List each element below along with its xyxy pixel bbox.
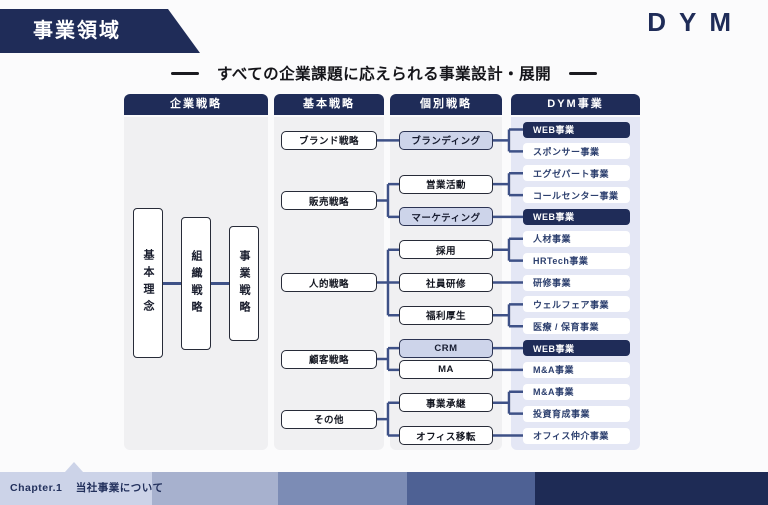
corporate-node: 基本理念	[133, 208, 163, 358]
individual-strategy-node-label: 福利厚生	[425, 311, 466, 323]
dym-business-node: M&A事業	[523, 361, 630, 378]
individual-strategy-node: 社員研修	[399, 273, 493, 292]
individual-strategy-node-label: 事業承継	[425, 398, 466, 410]
footer-progress-bar	[0, 472, 768, 505]
corporate-node: 組織戦略	[181, 217, 211, 350]
dym-business-node-label: HRTech事業	[533, 256, 589, 267]
individual-strategy-node-label: オフィス移転	[416, 431, 476, 443]
title-banner: 事業領域	[0, 9, 200, 53]
dym-business-node: コールセンター事業	[523, 187, 630, 204]
dym-business-node-label: ウェルフェア事業	[533, 299, 610, 310]
chapter-number: Chapter.1	[10, 482, 63, 494]
progress-segment	[535, 472, 768, 505]
dym-business-node-label: エグゼパート事業	[533, 168, 610, 179]
individual-strategy-node: 福利厚生	[399, 305, 493, 325]
progress-segment	[278, 472, 407, 505]
dym-business-node-label: 人材事業	[533, 234, 572, 245]
individual-strategy-node-label: 採用	[435, 245, 456, 257]
column-header-individual: 個別戦略	[390, 94, 502, 115]
dym-business-node-label: オフィス仲介事業	[533, 431, 609, 441]
dym-business-node-label: WEB事業	[533, 125, 575, 135]
corporate-node: 事業戦略	[229, 226, 259, 341]
subtitle: すべての企業課題に応えられる事業設計・展開	[0, 62, 768, 84]
individual-strategy-node: オフィス移転	[399, 426, 493, 445]
dym-business-node: ウェルフェア事業	[523, 296, 630, 313]
corporate-node-label: 事業戦略	[238, 249, 250, 318]
basic-strategy-node-label: その他	[313, 415, 344, 427]
basic-strategy-node-label: 顧客戦略	[308, 355, 349, 366]
dym-business-node: HRTech事業	[523, 252, 630, 269]
individual-strategy-node: マーケティング	[399, 207, 493, 227]
basic-strategy-node: 顧客戦略	[281, 349, 377, 369]
basic-strategy-node: 人的戦略	[281, 273, 377, 292]
individual-strategy-node: 営業活動	[399, 174, 493, 194]
progress-segment	[0, 472, 152, 505]
dym-business-node-label: コールセンター事業	[533, 190, 619, 201]
individual-strategy-node-label: CRM	[434, 342, 458, 354]
dym-business-node-label: 研修事業	[533, 278, 572, 288]
dym-business-node: 研修事業	[523, 274, 630, 291]
individual-strategy-node-label: 社員研修	[425, 278, 466, 290]
dym-business-node: M&A事業	[523, 383, 630, 400]
dash-right-decoration	[569, 71, 598, 75]
column-header-basic: 基本戦略	[274, 94, 384, 115]
progress-segment	[152, 472, 278, 505]
progress-segment	[407, 472, 535, 505]
dym-business-node-label: 医療 / 保育事業	[533, 321, 600, 332]
page-title: 事業領域	[33, 20, 121, 42]
dym-business-node-label: スポンサー事業	[533, 146, 600, 157]
company-logo: DYM	[647, 7, 744, 37]
basic-strategy-node-label: 人的戦略	[308, 278, 349, 290]
dym-business-node: スポンサー事業	[523, 143, 630, 160]
dym-business-node-label: M&A事業	[533, 387, 574, 398]
dash-left-decoration	[170, 71, 199, 75]
individual-strategy-node: ブランディング	[399, 130, 493, 150]
chapter-section: 当社事業について	[75, 482, 164, 494]
dym-business-node: 投資育成事業	[523, 405, 630, 422]
column-header-dym: DYM事業	[511, 94, 640, 115]
individual-strategy-node: 事業承継	[399, 393, 493, 413]
basic-strategy-node-label: ブランド戦略	[298, 136, 359, 148]
dym-business-node-label: 投資育成事業	[533, 409, 591, 420]
dym-business-node: WEB事業	[523, 340, 630, 357]
individual-strategy-node: 採用	[399, 240, 493, 260]
individual-strategy-node: MA	[399, 360, 493, 380]
dym-business-node: WEB事業	[523, 208, 630, 225]
dym-business-node-label: WEB事業	[533, 343, 575, 354]
dym-business-node: エグゼパート事業	[523, 165, 630, 182]
dym-business-node: 人材事業	[523, 230, 630, 247]
dym-business-node-label: M&A事業	[533, 365, 574, 376]
basic-strategy-node: 販売戦略	[281, 191, 377, 211]
chapter-label: Chapter.1 当社事業について	[10, 472, 163, 505]
dym-business-node-label: WEB事業	[533, 212, 575, 223]
dym-business-node: オフィス仲介事業	[523, 427, 630, 444]
individual-strategy-node: CRM	[399, 338, 493, 358]
basic-strategy-node: ブランド戦略	[281, 130, 377, 150]
corporate-node-label: 組織戦略	[190, 249, 202, 318]
basic-strategy-node: その他	[281, 409, 377, 429]
chapter-pointer-icon	[65, 462, 83, 472]
individual-strategy-node-label: 営業活動	[425, 180, 466, 192]
individual-strategy-node-label: MA	[438, 364, 454, 376]
dym-business-node: WEB事業	[523, 121, 630, 138]
column-header-corporate: 企業戦略	[124, 94, 268, 115]
subtitle-text: すべての企業課題に応えられる事業設計・展開	[216, 66, 552, 83]
individual-strategy-node-label: ブランディング	[411, 136, 481, 148]
corporate-node-label: 基本理念	[142, 249, 154, 317]
basic-strategy-node-label: 販売戦略	[308, 196, 349, 208]
dym-business-node: 医療 / 保育事業	[523, 318, 630, 335]
individual-strategy-node-label: マーケティング	[411, 212, 481, 224]
